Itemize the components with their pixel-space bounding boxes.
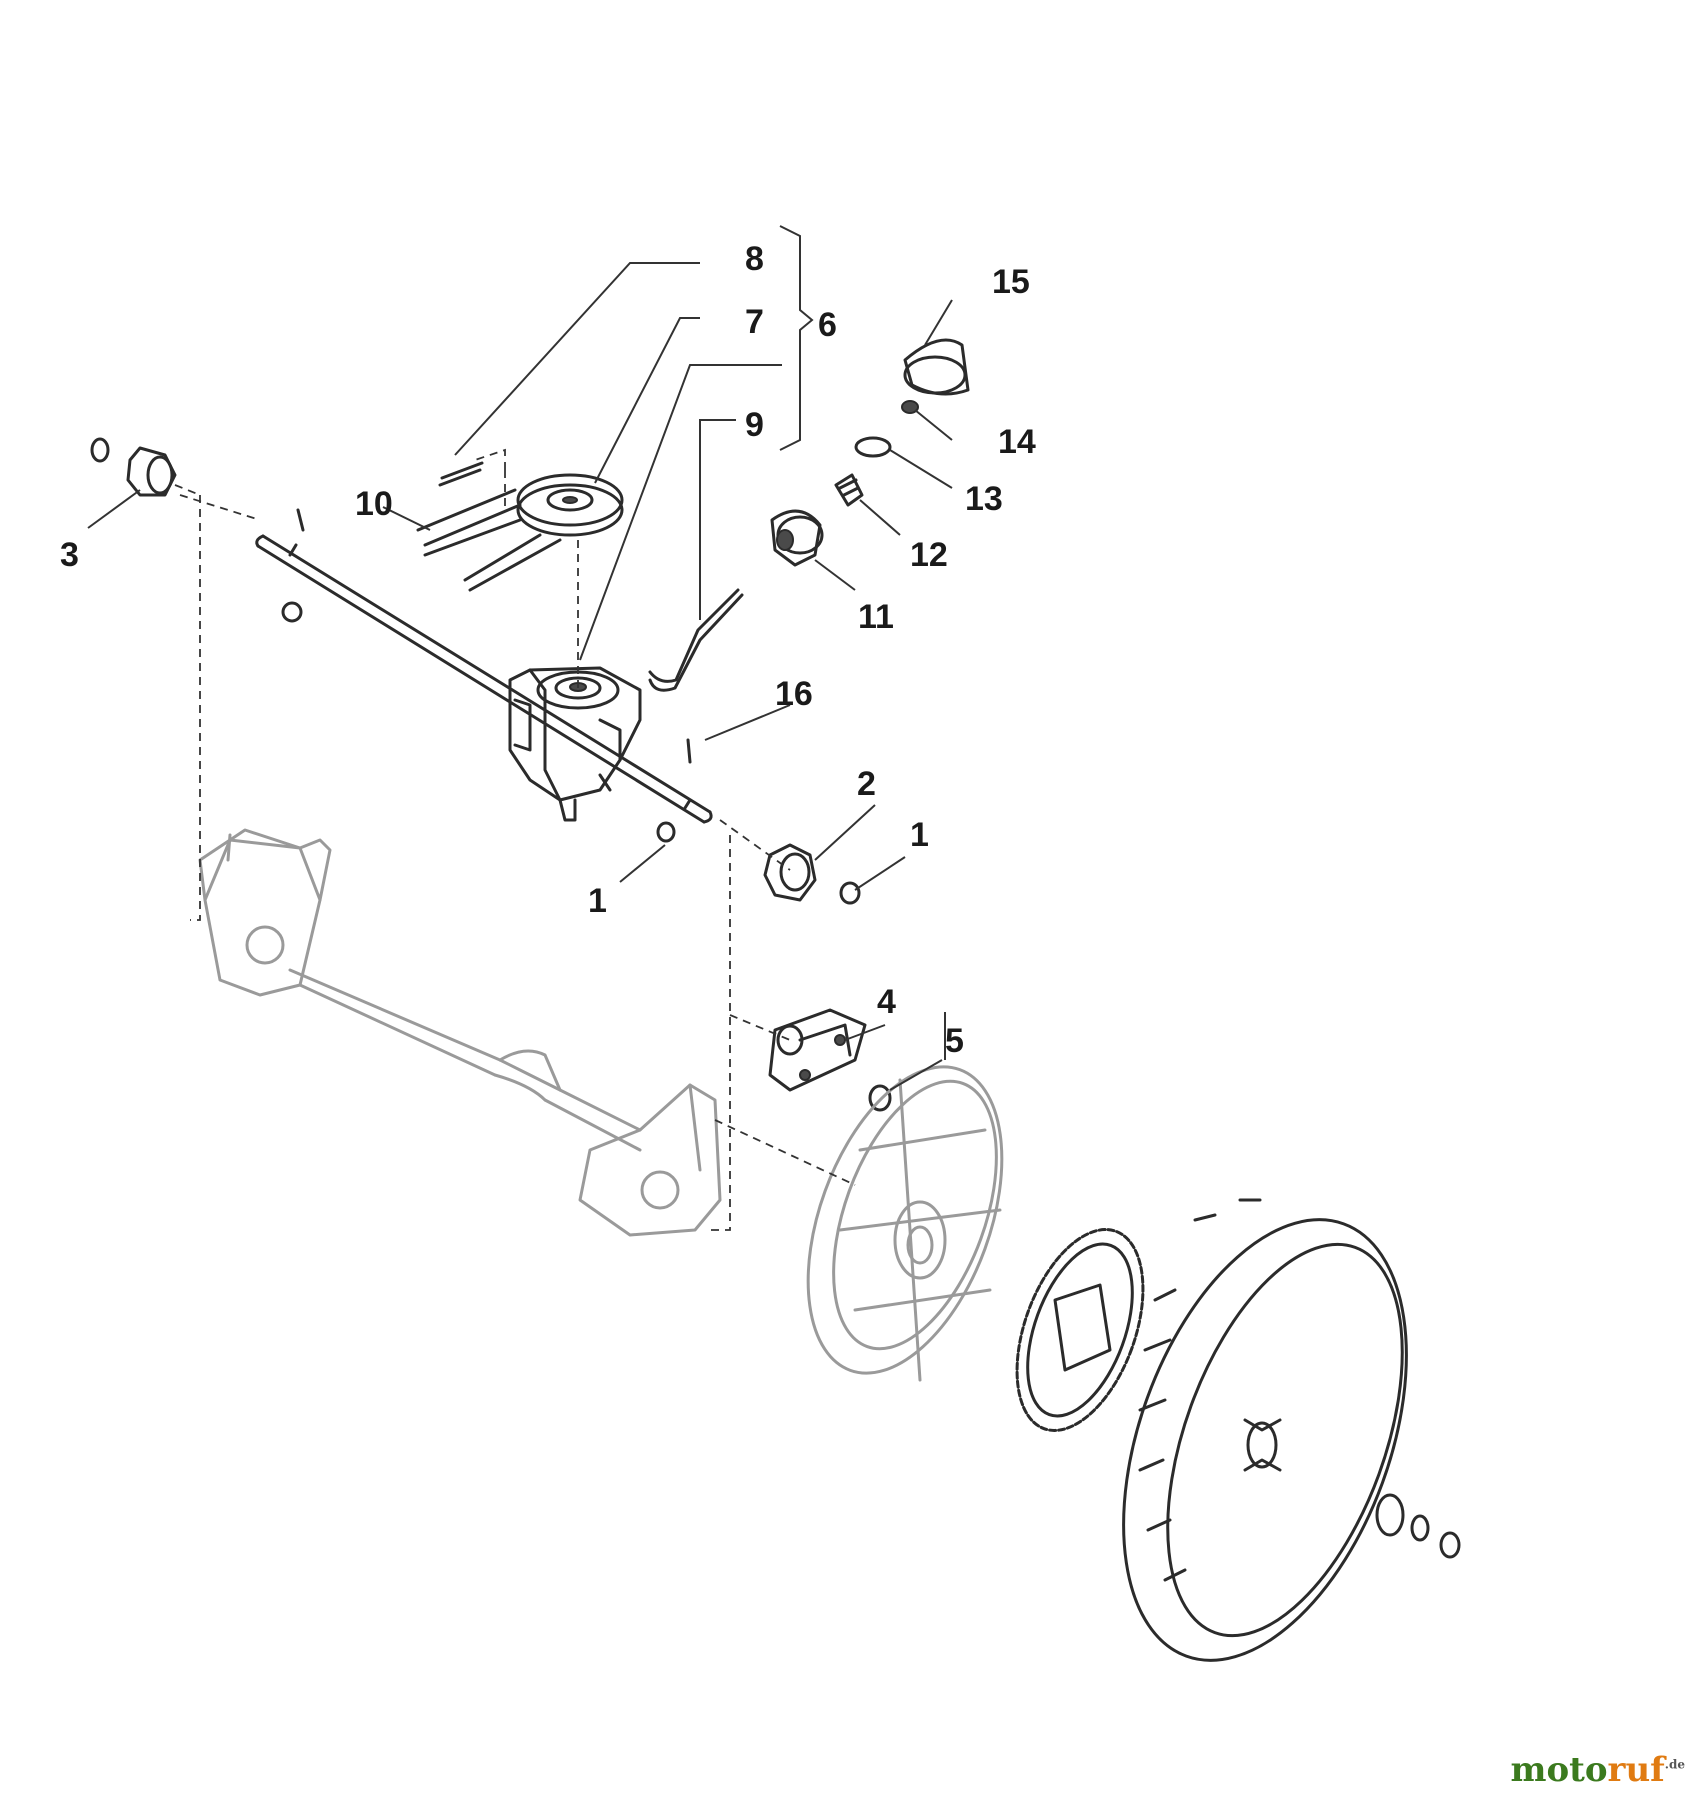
washer-13 — [854, 436, 892, 458]
callout-14: 14 — [998, 423, 1036, 461]
bracket-4 — [768, 1008, 867, 1092]
gear-ring — [1015, 1228, 1145, 1432]
callout-3: 3 — [60, 536, 79, 574]
lever-9-b — [648, 588, 740, 683]
pinion-2 — [763, 843, 817, 902]
spring-12 — [834, 473, 864, 507]
clip-1a — [656, 821, 676, 843]
callout-15: 15 — [992, 263, 1030, 301]
gearbox — [508, 666, 642, 822]
washer-5 — [868, 1084, 892, 1112]
callout-5: 5 — [945, 1022, 964, 1060]
clip-left — [281, 601, 303, 623]
pin-8 — [438, 468, 482, 487]
nut-14 — [901, 400, 919, 414]
drive-shaft — [255, 534, 713, 824]
pulley-and-belt — [416, 473, 624, 592]
axle-frame — [198, 828, 722, 1237]
callout-4: 4 — [877, 983, 896, 1021]
pin-left-top — [296, 508, 305, 532]
lever-9 — [648, 593, 744, 692]
motoruf-logo: motoruf.de — [1510, 1750, 1685, 1790]
callout-16: 16 — [775, 675, 813, 713]
callout-1b: 1 — [910, 816, 929, 854]
wheel — [1122, 1198, 1408, 1662]
callout-6: 6 — [818, 306, 837, 344]
pin-8-b — [440, 461, 484, 480]
cap-15 — [903, 338, 970, 396]
leader-lines — [87, 225, 953, 1091]
pinion-3 — [90, 437, 177, 497]
callout-13: 13 — [965, 480, 1003, 518]
callout-10: 10 — [355, 485, 393, 523]
callout-labels: 8 7 6 15 9 14 13 12 11 10 3 16 2 1 1 4 5 — [60, 240, 1036, 1060]
callout-9: 9 — [745, 406, 764, 444]
callout-8: 8 — [745, 240, 764, 278]
pin-16 — [686, 738, 692, 764]
callout-12: 12 — [910, 536, 948, 574]
callout-2: 2 — [857, 765, 876, 803]
callout-11: 11 — [858, 598, 894, 636]
clip-1b — [839, 881, 861, 905]
wheel-hub-parts — [1375, 1493, 1461, 1559]
callout-7: 7 — [745, 303, 764, 341]
assembly-dash-lines — [174, 448, 856, 1231]
bushing-11 — [770, 509, 824, 567]
callout-1a: 1 — [588, 882, 607, 920]
wheel-cover — [806, 1065, 1004, 1382]
